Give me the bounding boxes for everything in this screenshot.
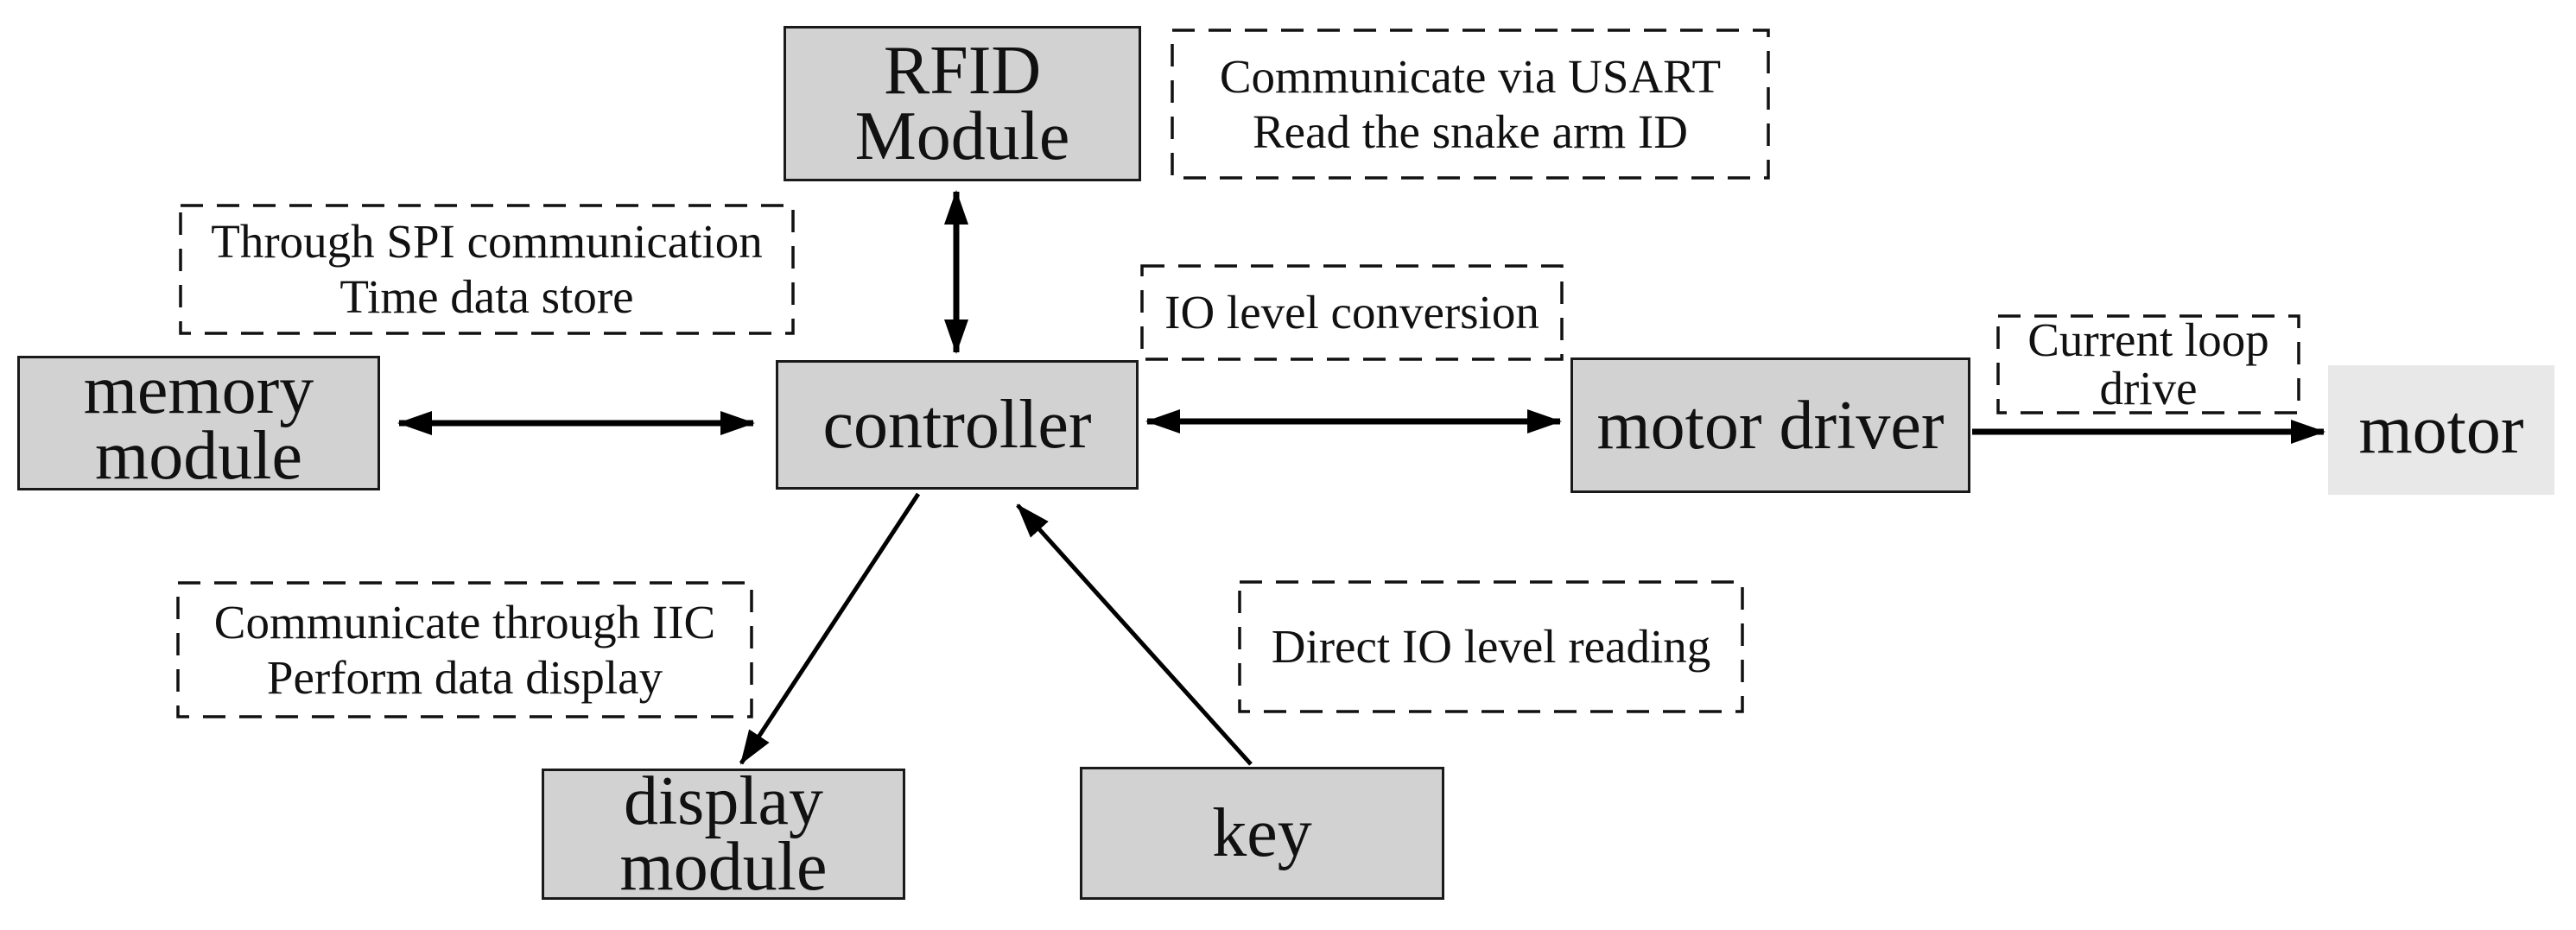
node-motor: motor bbox=[2328, 365, 2554, 495]
annotation-current-loop-drive-text: Current loop drive bbox=[2027, 313, 2269, 414]
node-memory-module: memory module bbox=[17, 356, 380, 490]
node-display-module-label: display module bbox=[619, 763, 828, 905]
annotation-current-loop-drive: Current loop drive bbox=[1996, 314, 2300, 414]
annotation-io-level-conversion-text: IO level conversion bbox=[1164, 286, 1539, 338]
annotation-io-level-conversion: IO level conversion bbox=[1140, 264, 1564, 361]
node-rfid-module-label: RFID Module bbox=[854, 33, 1070, 174]
node-key: key bbox=[1080, 767, 1444, 900]
annotation-usart-text: Communicate via USART Read the snake arm… bbox=[1219, 49, 1722, 158]
node-motor-driver: motor driver bbox=[1570, 357, 1970, 493]
annotation-usart: Communicate via USART Read the snake arm… bbox=[1171, 28, 1770, 180]
arrow-key-controller bbox=[1016, 503, 1253, 766]
annotation-spi: Through SPI communication Time data stor… bbox=[179, 204, 795, 335]
annotation-direct-io-reading: Direct IO level reading bbox=[1238, 580, 1744, 713]
node-memory-module-label: memory module bbox=[83, 352, 314, 494]
node-rfid-module: RFID Module bbox=[784, 26, 1141, 181]
arrow-controller-display bbox=[739, 492, 921, 765]
node-display-module: display module bbox=[542, 763, 905, 905]
node-key-label: key bbox=[1212, 795, 1312, 871]
annotation-iic: Communicate through IIC Perform data dis… bbox=[176, 581, 753, 718]
node-controller-label: controller bbox=[822, 387, 1092, 463]
annotation-iic-text: Communicate through IIC Perform data dis… bbox=[213, 595, 716, 704]
annotation-spi-text: Through SPI communication Time data stor… bbox=[211, 215, 763, 323]
annotation-direct-io-reading-text: Direct IO level reading bbox=[1271, 620, 1711, 673]
node-motor-driver-label: motor driver bbox=[1596, 387, 1945, 464]
node-motor-label: motor bbox=[2358, 392, 2524, 468]
node-controller: controller bbox=[776, 360, 1139, 490]
